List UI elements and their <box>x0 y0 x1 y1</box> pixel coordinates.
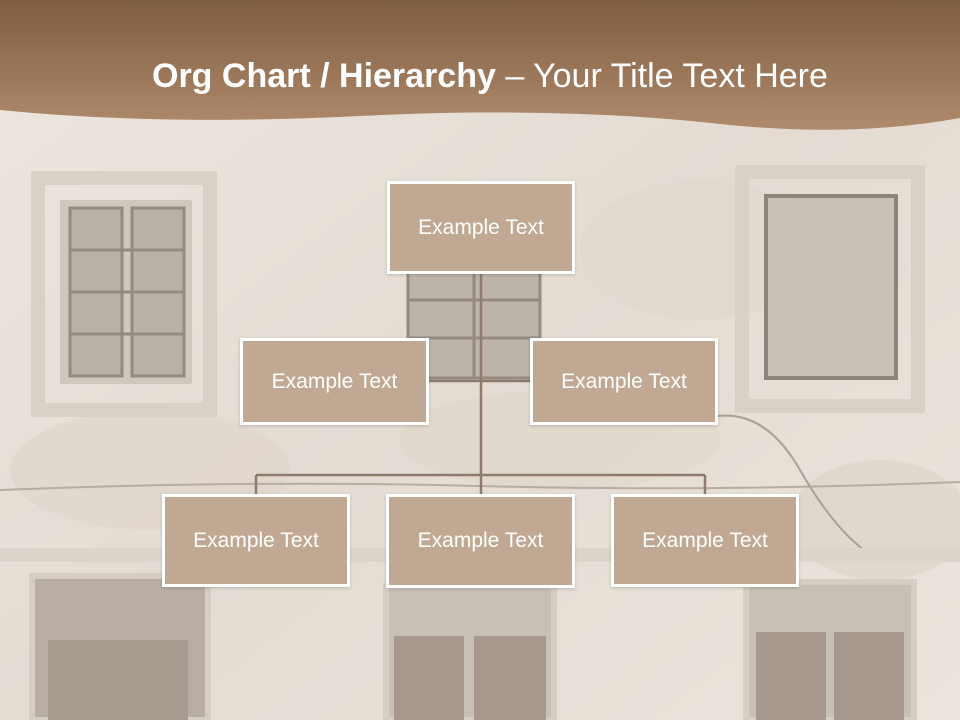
org-node-root-label: Example Text <box>418 215 544 239</box>
org-node-child-center[interactable]: Example Text <box>386 494 575 588</box>
org-node-child-left[interactable]: Example Text <box>162 494 350 587</box>
org-node-assistant-right-label: Example Text <box>561 369 687 393</box>
org-node-assistant-left[interactable]: Example Text <box>240 338 429 425</box>
title-bold-part: Org Chart / Hierarchy <box>152 57 496 95</box>
org-node-assistant-left-label: Example Text <box>271 369 398 393</box>
org-node-assistant-right[interactable]: Example Text <box>530 338 718 425</box>
title-dash: – <box>495 57 534 95</box>
org-node-child-right[interactable]: Example Text <box>611 494 799 587</box>
title-subtitle-part: Your Title Text Here <box>533 57 828 95</box>
org-node-child-center-label: Example Text <box>417 529 544 552</box>
org-node-child-right-label: Example Text <box>642 528 768 552</box>
org-node-child-left-label: Example Text <box>193 528 319 552</box>
slide-title: Org Chart / Hierarchy – Your Title Text … <box>152 52 942 100</box>
org-node-root[interactable]: Example Text <box>387 181 575 274</box>
